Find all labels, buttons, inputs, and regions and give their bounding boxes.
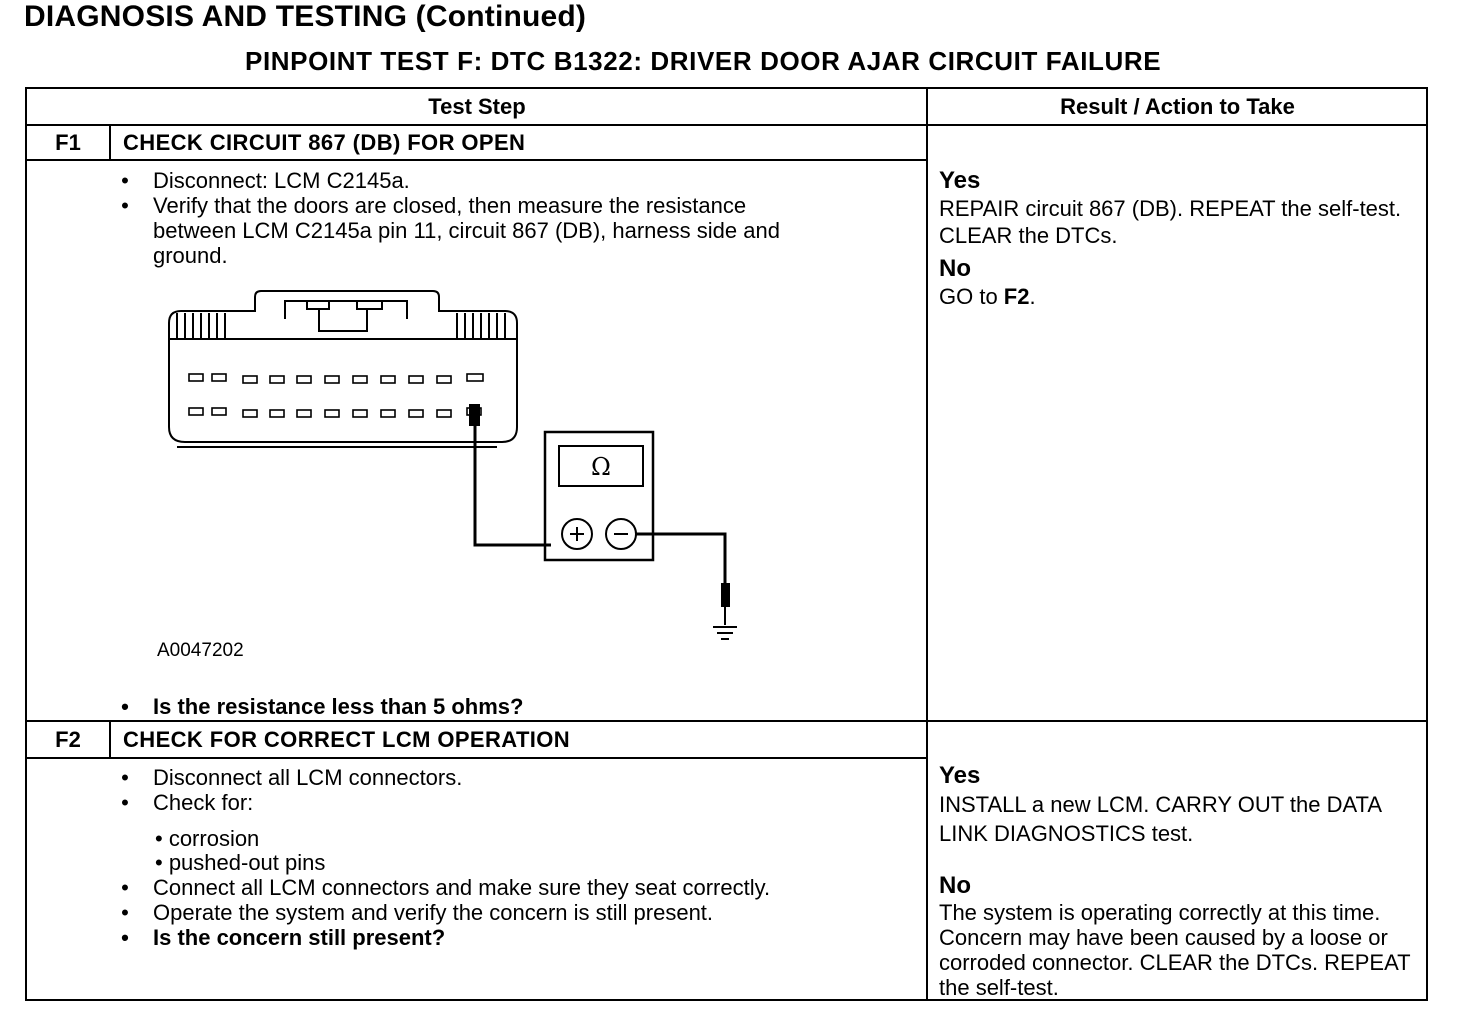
step-id-f2: F2 — [55, 727, 81, 752]
f2-sub-item-1: • corrosion — [155, 826, 260, 851]
step-title-divider — [27, 159, 927, 161]
bullet-dot: • — [121, 900, 129, 925]
header-test-step: Test Step — [428, 94, 526, 119]
yes-action: INSTALL a new LCM. CARRY OUT the DATA LI… — [939, 792, 1381, 846]
step-id-divider — [109, 721, 111, 757]
bullet-dot: • — [121, 168, 129, 193]
test-probe-negative — [636, 532, 730, 625]
header-divider — [27, 124, 1426, 126]
bullet-text: Disconnect all LCM connectors. — [153, 765, 463, 790]
pin-row-bottom — [188, 407, 482, 418]
bullet-dot: • — [121, 193, 129, 218]
page-title: DIAGNOSIS AND TESTING (Continued) — [24, 0, 587, 33]
no-action: The system is operating correctly at thi… — [939, 900, 1411, 1000]
bullet-dot: • — [121, 694, 129, 719]
bullet-text: Operate the system and verify the concer… — [153, 900, 714, 925]
f2-sub-item-2: • pushed-out pins — [155, 850, 326, 875]
header-result-action: Result / Action to Take — [1060, 94, 1295, 119]
test-probe-positive — [469, 404, 551, 547]
figure-code: A0047202 — [157, 640, 244, 661]
ohmmeter-icon: Ω — [543, 430, 655, 562]
step-divider — [27, 720, 1426, 722]
f2-no-result: No The system is operating correctly at … — [939, 872, 1427, 1000]
step-id-f1: F1 — [55, 130, 81, 155]
bullet-text: Disconnect: LCM C2145a. — [153, 168, 410, 193]
bullet-text: Verify that the doors are closed, then m… — [153, 193, 780, 268]
step-title-f1: CHECK CIRCUIT 867 (DB) FOR OPEN — [123, 130, 526, 155]
f2-yes-result: Yes INSTALL a new LCM. CARRY OUT the DAT… — [939, 762, 1409, 848]
no-action: GO to F2. — [939, 284, 1036, 309]
ground-symbol-icon — [713, 626, 737, 640]
pinpoint-test-title: PINPOINT TEST F: DTC B1322: DRIVER DOOR … — [245, 46, 1162, 76]
step-id-divider — [109, 125, 111, 159]
go-to-step-link: F2 — [1003, 284, 1030, 309]
no-label: No — [939, 255, 971, 282]
question-text: Is the resistance less than 5 ohms? — [153, 694, 524, 719]
pin-row-top — [188, 373, 484, 384]
no-action-suffix: . — [1029, 284, 1036, 309]
yes-label: Yes — [939, 762, 981, 789]
connector-latch — [284, 300, 408, 319]
no-label: No — [939, 872, 971, 899]
bullet-dot: • — [121, 875, 129, 900]
meter-symbol: Ω — [591, 453, 611, 481]
step-title-divider — [27, 757, 927, 759]
question-text: Is the concern still present? — [153, 925, 446, 950]
yes-label: Yes — [939, 167, 981, 194]
connector-body — [168, 290, 518, 443]
bullet-dot: • — [121, 765, 129, 790]
bullet-text: Check for: — [153, 790, 254, 815]
no-action-prefix: GO to — [939, 284, 1004, 309]
f1-result: Yes REPAIR circuit 867 (DB). REPEAT the … — [939, 167, 1419, 310]
pinpoint-test-table: Test Step Result / Action to Take F1 CHE… — [25, 87, 1428, 1001]
bullet-dot: • — [121, 790, 129, 815]
column-divider — [926, 89, 928, 999]
bullet-text: Connect all LCM connectors and make sure… — [153, 875, 771, 900]
bullet-dot: • — [121, 925, 129, 950]
step-title-f2: CHECK FOR CORRECT LCM OPERATION — [123, 727, 571, 752]
yes-action: REPAIR circuit 867 (DB). REPEAT the self… — [939, 196, 1402, 248]
connector-diagram: Ω — [168, 290, 737, 640]
